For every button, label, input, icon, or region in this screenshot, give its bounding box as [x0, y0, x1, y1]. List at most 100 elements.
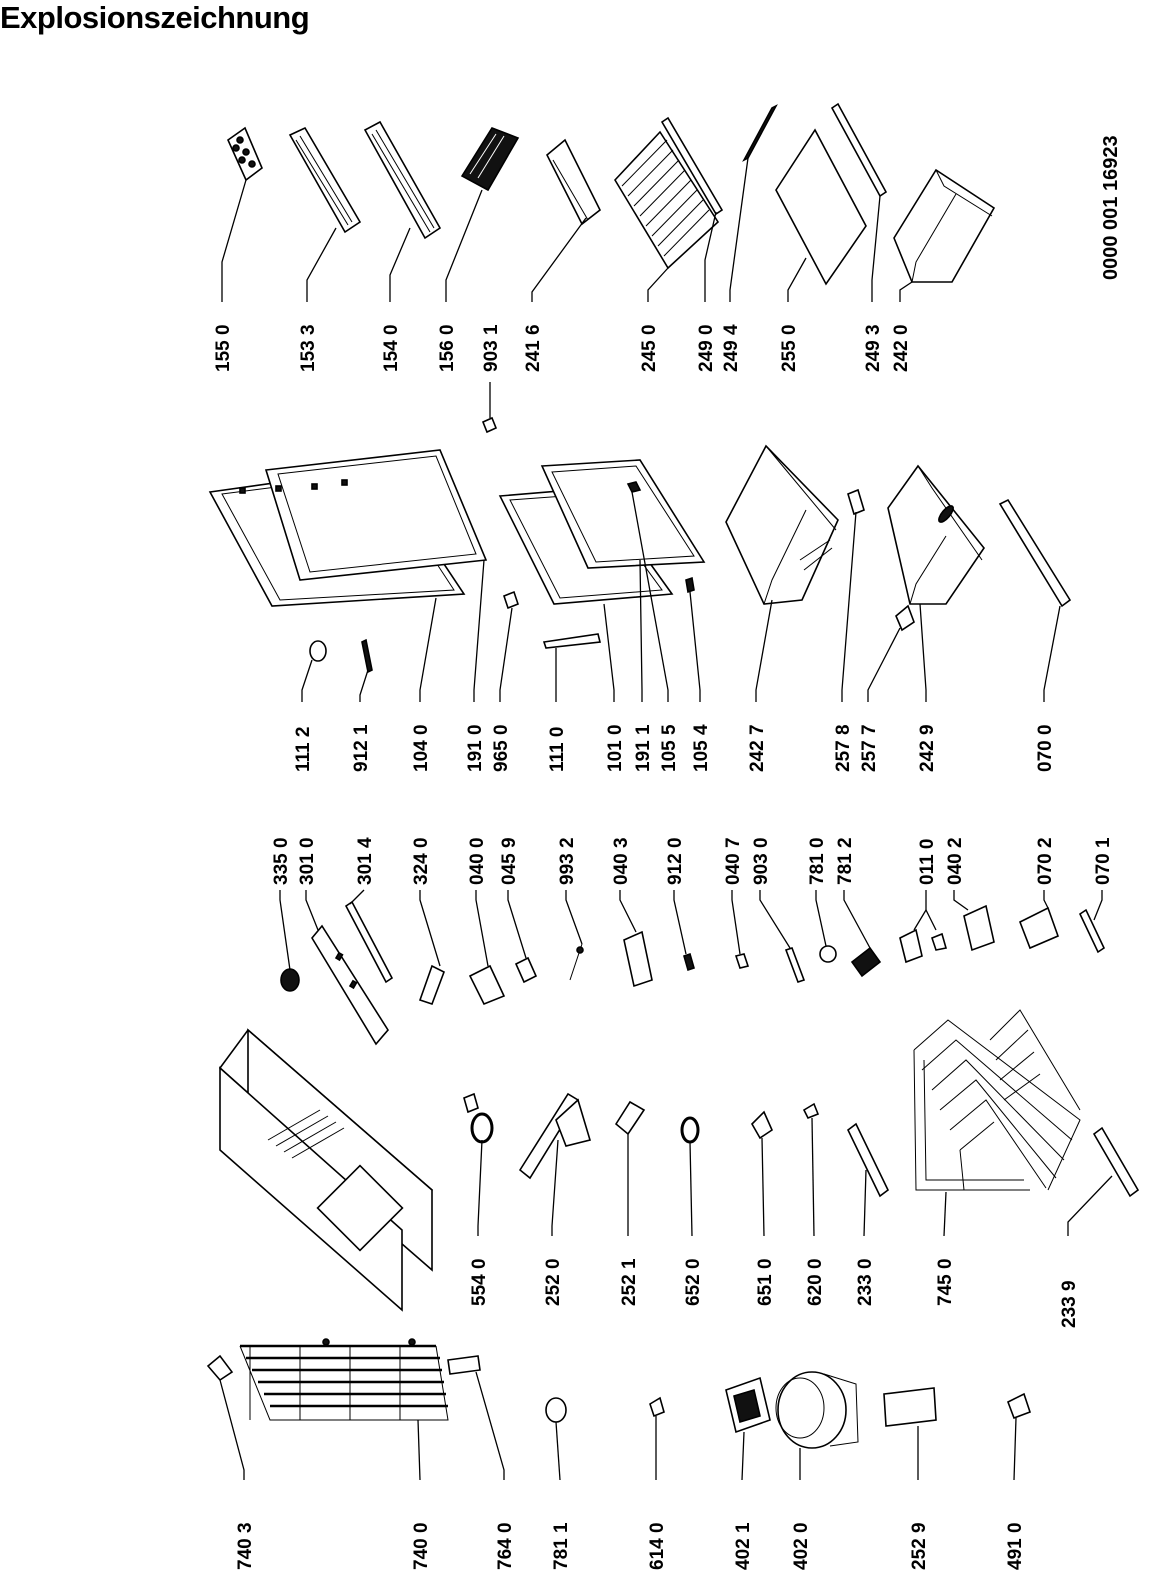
part-fan-motor — [463, 1092, 494, 1144]
parts-column-4: 554 0 252 0 252 1 652 0 651 0 620 0 233 … — [463, 1009, 1140, 1328]
part-strip — [830, 102, 888, 198]
part-bracket — [963, 904, 995, 952]
part-label: 740 0 — [411, 1522, 432, 1570]
part-label: 324 0 — [411, 837, 432, 885]
part-thermostat-housing — [623, 930, 653, 988]
part-label: 781 2 — [835, 837, 856, 885]
part-egg-tray — [226, 126, 263, 182]
part-ice-tray — [460, 127, 520, 192]
part-bracket — [846, 1122, 890, 1198]
part-label: 070 0 — [1035, 724, 1056, 772]
part-label: 257 8 — [833, 724, 854, 772]
part-holder — [545, 138, 602, 226]
part-condenser — [913, 1009, 1081, 1191]
part-clip — [847, 488, 865, 516]
part-label: 335 0 — [271, 837, 292, 885]
part-label: 257 7 — [859, 724, 880, 772]
part-label: 249 4 — [721, 324, 742, 372]
part-bracket — [1092, 1126, 1140, 1198]
part-knob — [503, 590, 519, 610]
part-lamp-holder — [802, 1102, 820, 1120]
parts-column-2: 111 2 912 1 104 0 191 0 965 0 111 0 — [208, 444, 1072, 772]
part-grommet — [819, 945, 837, 963]
part-clip — [206, 1354, 234, 1382]
part-label: 191 0 — [465, 724, 486, 772]
part-starter-relay — [725, 1376, 771, 1434]
part-heater — [518, 1092, 592, 1180]
part-label: 156 0 — [437, 324, 458, 372]
part-cover — [418, 964, 446, 1006]
part-label: 241 6 — [523, 324, 544, 372]
part-screw — [683, 952, 695, 972]
part-label: 040 0 — [467, 837, 488, 885]
part-label: 105 4 — [691, 724, 712, 772]
part-label: 070 1 — [1093, 837, 1114, 885]
part-door-shelf — [288, 126, 362, 234]
part-strip — [1078, 908, 1106, 954]
part-switch — [931, 932, 948, 951]
part-label: 105 5 — [659, 724, 680, 772]
part-strip — [660, 116, 724, 216]
part-clip — [1006, 1392, 1032, 1420]
part-label: 040 3 — [611, 837, 632, 885]
part-label: 154 0 — [381, 324, 402, 372]
part-fridge-door — [498, 459, 706, 605]
part-control-panel — [311, 924, 389, 1046]
part-label: 301 4 — [355, 837, 376, 885]
part-label: 652 0 — [683, 1258, 704, 1306]
part-label: 554 0 — [469, 1258, 490, 1306]
part-label: 191 1 — [633, 724, 654, 772]
part-strip — [344, 900, 394, 984]
part-rod — [742, 104, 778, 162]
part-cabinet — [218, 1028, 434, 1312]
part-label: 245 0 — [639, 324, 660, 372]
part-hinge — [542, 633, 601, 649]
part-label: 040 2 — [945, 837, 966, 885]
part-label: 153 3 — [298, 324, 319, 372]
part-label: 255 0 — [779, 324, 800, 372]
part-label: 740 3 — [235, 1522, 256, 1570]
part-freezer-drawer — [725, 444, 839, 605]
part-label: 301 0 — [297, 837, 318, 885]
document-number: 0000 001 16923 — [1100, 135, 1122, 280]
part-heater-element — [614, 1100, 646, 1136]
part-evaporator — [239, 1338, 449, 1421]
part-label: 491 0 — [1005, 1522, 1026, 1570]
part-terminal — [883, 1387, 937, 1427]
part-cap — [309, 640, 327, 662]
part-label: 252 0 — [543, 1258, 564, 1306]
part-label: 070 2 — [1035, 837, 1056, 885]
part-glass-plate — [775, 128, 867, 286]
part-wire-shelf — [614, 130, 720, 270]
part-knob — [280, 968, 300, 992]
part-label: 912 0 — [665, 837, 686, 885]
part-bracket — [1018, 906, 1060, 950]
part-label: 101 0 — [605, 724, 626, 772]
part-label: 620 0 — [805, 1258, 826, 1306]
part-label: 104 0 — [411, 724, 432, 772]
part-label: 993 2 — [557, 837, 578, 885]
parts-column-5: 740 3 740 0 764 0 781 1 614 0 402 1 — [206, 1338, 1032, 1570]
part-label: 402 1 — [733, 1522, 754, 1570]
part-grommet — [545, 1397, 567, 1423]
part-filter-drier — [447, 1355, 481, 1375]
part-screw — [361, 638, 373, 674]
part-label: 745 0 — [935, 1258, 956, 1306]
part-label: 111 0 — [547, 727, 568, 772]
part-label: 242 7 — [747, 724, 768, 772]
part-label: 111 2 — [293, 727, 314, 772]
part-label: 651 0 — [755, 1258, 776, 1306]
part-crisper-drawer — [893, 168, 996, 283]
part-label: 242 0 — [891, 324, 912, 372]
part-label: 614 0 — [647, 1522, 668, 1570]
part-label: 233 0 — [855, 1258, 876, 1306]
part-strip — [784, 946, 806, 984]
part-label: 249 0 — [696, 324, 717, 372]
part-label: 045 9 — [499, 837, 520, 885]
part-label: 242 9 — [917, 724, 938, 772]
part-door-shelf — [363, 120, 442, 240]
part-label: 252 9 — [909, 1522, 930, 1570]
part-clip — [734, 953, 750, 969]
part-vent-grille — [850, 946, 882, 978]
